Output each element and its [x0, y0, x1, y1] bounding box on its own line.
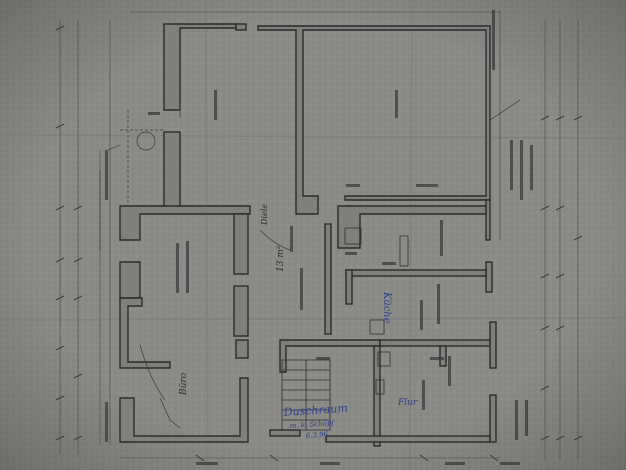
duschraum-label: Duschraum: [282, 402, 348, 420]
section-markers: [99, 99, 521, 250]
duschraum-sub: m. k. Schöpf: [290, 419, 336, 430]
fixtures: [344, 227, 409, 395]
flur-label: Flur: [397, 398, 418, 408]
dimension-ticks: [55, 25, 583, 462]
printed-annotation-marks: [105, 10, 533, 465]
dimension-lines: [59, 10, 579, 460]
duschraum-date: 6.3.96: [306, 430, 329, 440]
kuche-label: Küche: [381, 291, 392, 324]
pencil-note-center: 13 m²: [276, 245, 286, 272]
pencil-note-center-label: Diele: [260, 204, 269, 226]
door-swings: [120, 110, 291, 429]
staircase: [281, 359, 331, 431]
pencil-note-left: Büro: [179, 372, 189, 396]
